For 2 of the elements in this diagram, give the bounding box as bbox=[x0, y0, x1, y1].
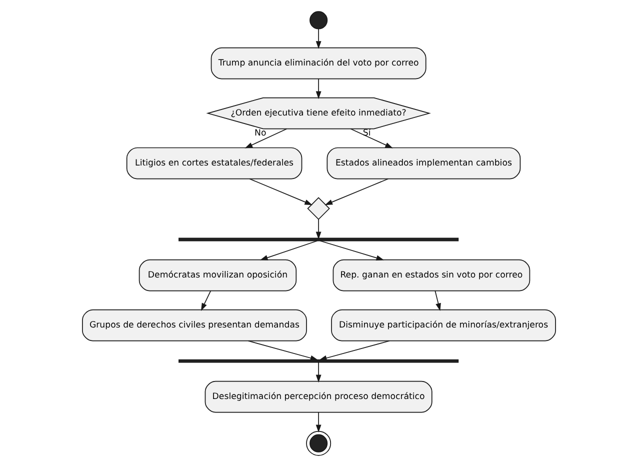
edge-label: Sí bbox=[362, 128, 370, 139]
edge-label: No bbox=[254, 128, 266, 139]
